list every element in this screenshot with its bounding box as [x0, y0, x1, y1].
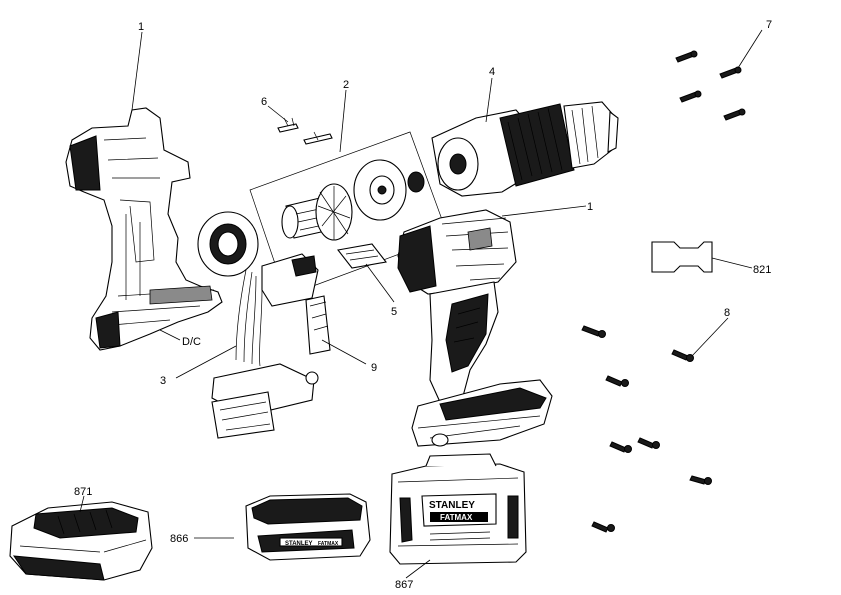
battery-subbrand: FATMAX: [318, 541, 339, 547]
callout-1-left: 1: [138, 21, 144, 33]
callout-2: 2: [343, 79, 349, 91]
callout-1-right: 1: [587, 201, 593, 213]
callout-6: 6: [261, 96, 267, 108]
callout-866: 866: [170, 533, 188, 545]
dc-label: D/C: [182, 336, 201, 348]
callout-8: 8: [724, 307, 730, 319]
spring-clips: [267, 105, 333, 145]
brush-plate: [337, 243, 395, 303]
screws-top: [675, 29, 763, 121]
callout-7: 7: [766, 19, 772, 31]
right-housing-half: [397, 205, 587, 447]
screws-loose: [581, 317, 729, 533]
gearbox-chuck: [431, 77, 619, 197]
callout-871: 871: [74, 486, 92, 498]
tube-part: [305, 295, 367, 365]
callout-5: 5: [391, 306, 397, 318]
callout-867: 867: [395, 579, 413, 591]
callout-3: 3: [160, 375, 166, 387]
case-brand: STANLEY: [429, 500, 475, 511]
battery-brand: STANLEY: [285, 541, 313, 547]
callout-821: 821: [753, 264, 771, 276]
battery-large: [9, 495, 153, 581]
carry-case: STANLEY FATMAX: [389, 453, 527, 579]
case-subbrand: FATMAX: [440, 513, 473, 522]
callout-9: 9: [371, 362, 377, 374]
callout-4: 4: [489, 66, 495, 78]
battery-small: STANLEY FATMAX: [194, 493, 371, 561]
wiring-switch-assembly: [175, 211, 319, 439]
label-part: [651, 241, 753, 273]
left-housing-half: [65, 31, 223, 351]
motor-group: [249, 89, 449, 297]
